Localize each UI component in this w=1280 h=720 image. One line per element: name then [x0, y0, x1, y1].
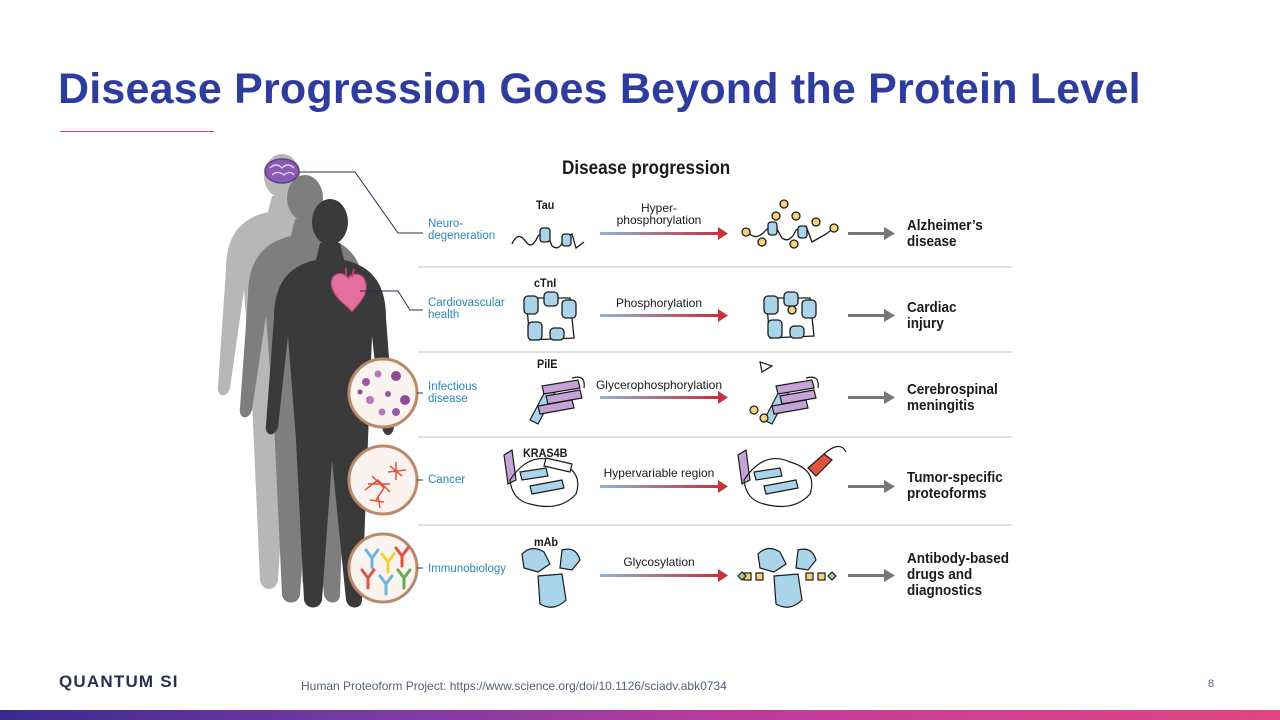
kras4b-protein-icon — [503, 448, 579, 507]
process-label-hypervariable-region: Hypervariable region — [574, 467, 744, 479]
phosphorylated-ctni-icon — [763, 291, 817, 339]
logo-text: QUANTUM SI — [59, 672, 179, 691]
outcome-line: Cardiac — [907, 299, 957, 316]
tau-protein-icon — [511, 227, 585, 250]
row-label-cancer: Cancer — [428, 474, 528, 486]
outcome-tumor-proteoforms: Tumor-specific proteoforms — [907, 470, 1024, 502]
pile-protein-icon — [529, 376, 585, 425]
outcome-line: Alzheimer’s — [907, 217, 983, 234]
process-arrow-3 — [600, 391, 728, 404]
process-label-line: Hypervariable region — [603, 466, 715, 480]
row-label-infectious: Infectious disease — [428, 381, 528, 405]
row-label-line: Immunobiology — [428, 563, 506, 575]
outcome-line: meningitis — [907, 397, 975, 414]
company-logo: QUANTUM SI — [59, 672, 179, 692]
kras4b-hypervariable-region-icon — [737, 445, 847, 507]
process-label-glycosylation: Glycosylation — [574, 556, 744, 568]
process-arrows — [600, 227, 728, 582]
hyperphosphorylated-tau-icon — [741, 199, 839, 249]
row-label-line: Cancer — [428, 474, 466, 486]
slide-title: Disease Progression Goes Beyond the Prot… — [58, 65, 1141, 113]
row-label-line: Infectious — [428, 381, 478, 393]
outcome-cardiac-injury: Cardiac injury — [907, 300, 1024, 332]
glycerophosphorylated-pile-icon — [749, 361, 819, 425]
figure-graphics — [217, 154, 1012, 608]
human-silhouette-front — [265, 199, 394, 608]
process-label-line: Glycosylation — [623, 555, 695, 569]
antibodies-icon — [347, 532, 419, 604]
outcome-antibody-drugs: Antibody-based drugs and diagnostics — [907, 551, 1024, 599]
outcome-line: disease — [907, 233, 957, 250]
outcome-line: Tumor-specific — [907, 469, 1003, 486]
process-label-phosphorylation: Phosphorylation — [574, 297, 744, 309]
outcome-meningitis: Cerebrospinal meningitis — [907, 382, 1024, 414]
outcome-arrows — [848, 227, 895, 582]
protein-name-ctni: cTnI — [534, 276, 557, 290]
outcome-line: drugs and — [907, 566, 973, 583]
outcome-arrow-4 — [848, 480, 895, 493]
mab-protein-icon — [521, 547, 581, 608]
citation-text: Human Proteoform Project: https://www.sc… — [301, 679, 727, 693]
outcome-line: diagnostics — [907, 582, 983, 599]
row-label-line: disease — [428, 393, 468, 405]
row-label-line: degeneration — [428, 230, 496, 242]
process-label-hyperphosphorylation: Hyper- phosphorylation — [574, 202, 744, 226]
outcome-arrow-5 — [848, 569, 895, 582]
process-arrow-1 — [600, 227, 728, 240]
protein-name-tau: Tau — [536, 198, 555, 212]
bottom-gradient-bar — [0, 710, 1280, 720]
protein-name-mab: mAb — [534, 535, 559, 549]
glycosylated-mab-icon — [737, 547, 837, 608]
process-label-line: Hyper- — [640, 201, 677, 215]
row-label-neurodegeneration: Neuro- degeneration — [428, 218, 528, 242]
outcome-alzheimers: Alzheimer’s disease — [907, 218, 1024, 250]
outcome-line: proteoforms — [907, 485, 987, 502]
row-label-line: Neuro- — [428, 218, 464, 230]
title-underline — [60, 131, 214, 132]
disease-progression-figure: Disease progression Neuro- degeneration … — [200, 150, 1030, 620]
process-label-glycerophosphorylation: Glycerophosphorylation — [574, 379, 744, 391]
page-number: 8 — [1208, 678, 1215, 690]
process-label-line: Phosphorylation — [615, 296, 703, 310]
brain-icon — [264, 158, 300, 184]
protein-name-kras4b: KRAS4B — [523, 446, 568, 460]
ctni-protein-icon — [523, 291, 577, 341]
bacteria-icon — [347, 357, 419, 429]
process-arrow-2 — [600, 309, 728, 322]
row-label-immunobiology: Immunobiology — [428, 563, 528, 575]
outcome-line: Cerebrospinal — [907, 381, 998, 398]
heart-icon — [330, 268, 367, 314]
figure-heading: Disease progression — [562, 158, 731, 179]
process-label-line: phosphorylation — [616, 213, 702, 227]
row-label-line: health — [428, 309, 460, 321]
process-arrow-5 — [600, 569, 728, 582]
row-label-cardiovascular: Cardiovascular health — [428, 297, 528, 321]
protein-name-pile: PilE — [537, 357, 558, 371]
process-label-line: Glycerophosphorylation — [595, 378, 723, 392]
outcome-line: Antibody-based — [907, 550, 1010, 567]
cancer-cells-icon — [347, 444, 419, 516]
outcome-arrow-1 — [848, 227, 895, 240]
outcome-line: injury — [907, 315, 944, 332]
outcome-arrow-2 — [848, 309, 895, 322]
row-dividers — [418, 266, 1012, 526]
leader-lines — [299, 171, 423, 569]
process-arrow-4 — [600, 480, 728, 493]
row-label-line: Cardiovascular — [428, 297, 505, 309]
outcome-arrow-3 — [848, 391, 895, 404]
